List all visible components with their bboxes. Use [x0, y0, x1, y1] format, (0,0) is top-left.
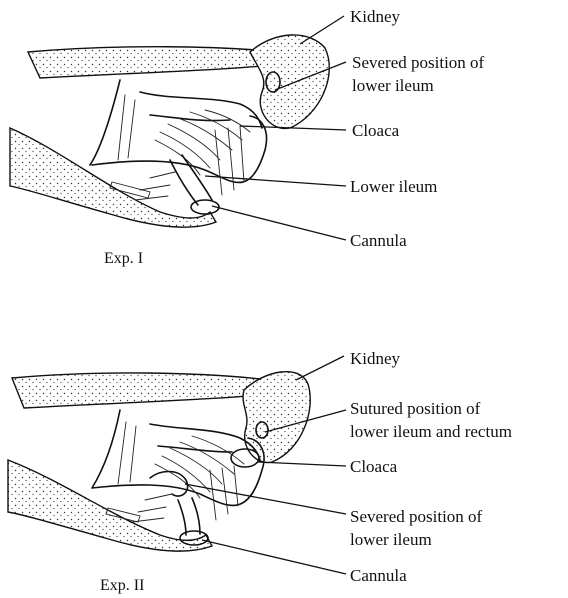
label-sutured-position-2a: Sutured position of [350, 399, 481, 418]
kidney-shape-1 [250, 35, 329, 129]
leader-kidney-1 [300, 16, 344, 44]
leader-cloaca-2 [258, 462, 346, 466]
label-kidney-2: Kidney [350, 349, 401, 368]
label-kidney-1: Kidney [350, 7, 401, 26]
pelvic-outline-2 [92, 410, 264, 505]
leader-cannula-1 [212, 206, 346, 240]
lower-ileum-tube-2 [178, 498, 200, 535]
label-severed-position-2a: Severed position of [350, 507, 483, 526]
label-cloaca-1: Cloaca [352, 121, 400, 140]
cloaca-outline-2 [150, 424, 260, 460]
diagram-exp-1: Kidney Severed position of lower ileum C… [10, 7, 485, 267]
label-lower-ileum-1: Lower ileum [350, 177, 437, 196]
label-cannula-1: Cannula [350, 231, 407, 250]
kidney-shape-2 [243, 372, 310, 463]
lower-ileum-loop-2 [150, 472, 188, 497]
lower-body-wall-1 [10, 128, 216, 227]
label-severed-position-1a: Severed position of [352, 53, 485, 72]
label-severed-position-2b: lower ileum [350, 530, 432, 549]
label-sutured-position-2b: lower ileum and rectum [350, 422, 512, 441]
label-severed-position-1b: lower ileum [352, 76, 434, 95]
diagram-exp-2: Kidney Sutured position of lower ileum a… [8, 349, 512, 594]
leader-lower-ileum-1 [205, 176, 346, 186]
cloaca-outline-1 [140, 92, 262, 128]
label-cannula-2: Cannula [350, 566, 407, 585]
caption-exp-1: Exp. I [104, 250, 143, 267]
leader-kidney-2 [296, 356, 344, 380]
caption-exp-2: Exp. II [100, 577, 144, 594]
leader-cannula-2 [202, 540, 346, 574]
label-cloaca-2: Cloaca [350, 457, 398, 476]
lower-body-wall-2 [8, 460, 212, 551]
